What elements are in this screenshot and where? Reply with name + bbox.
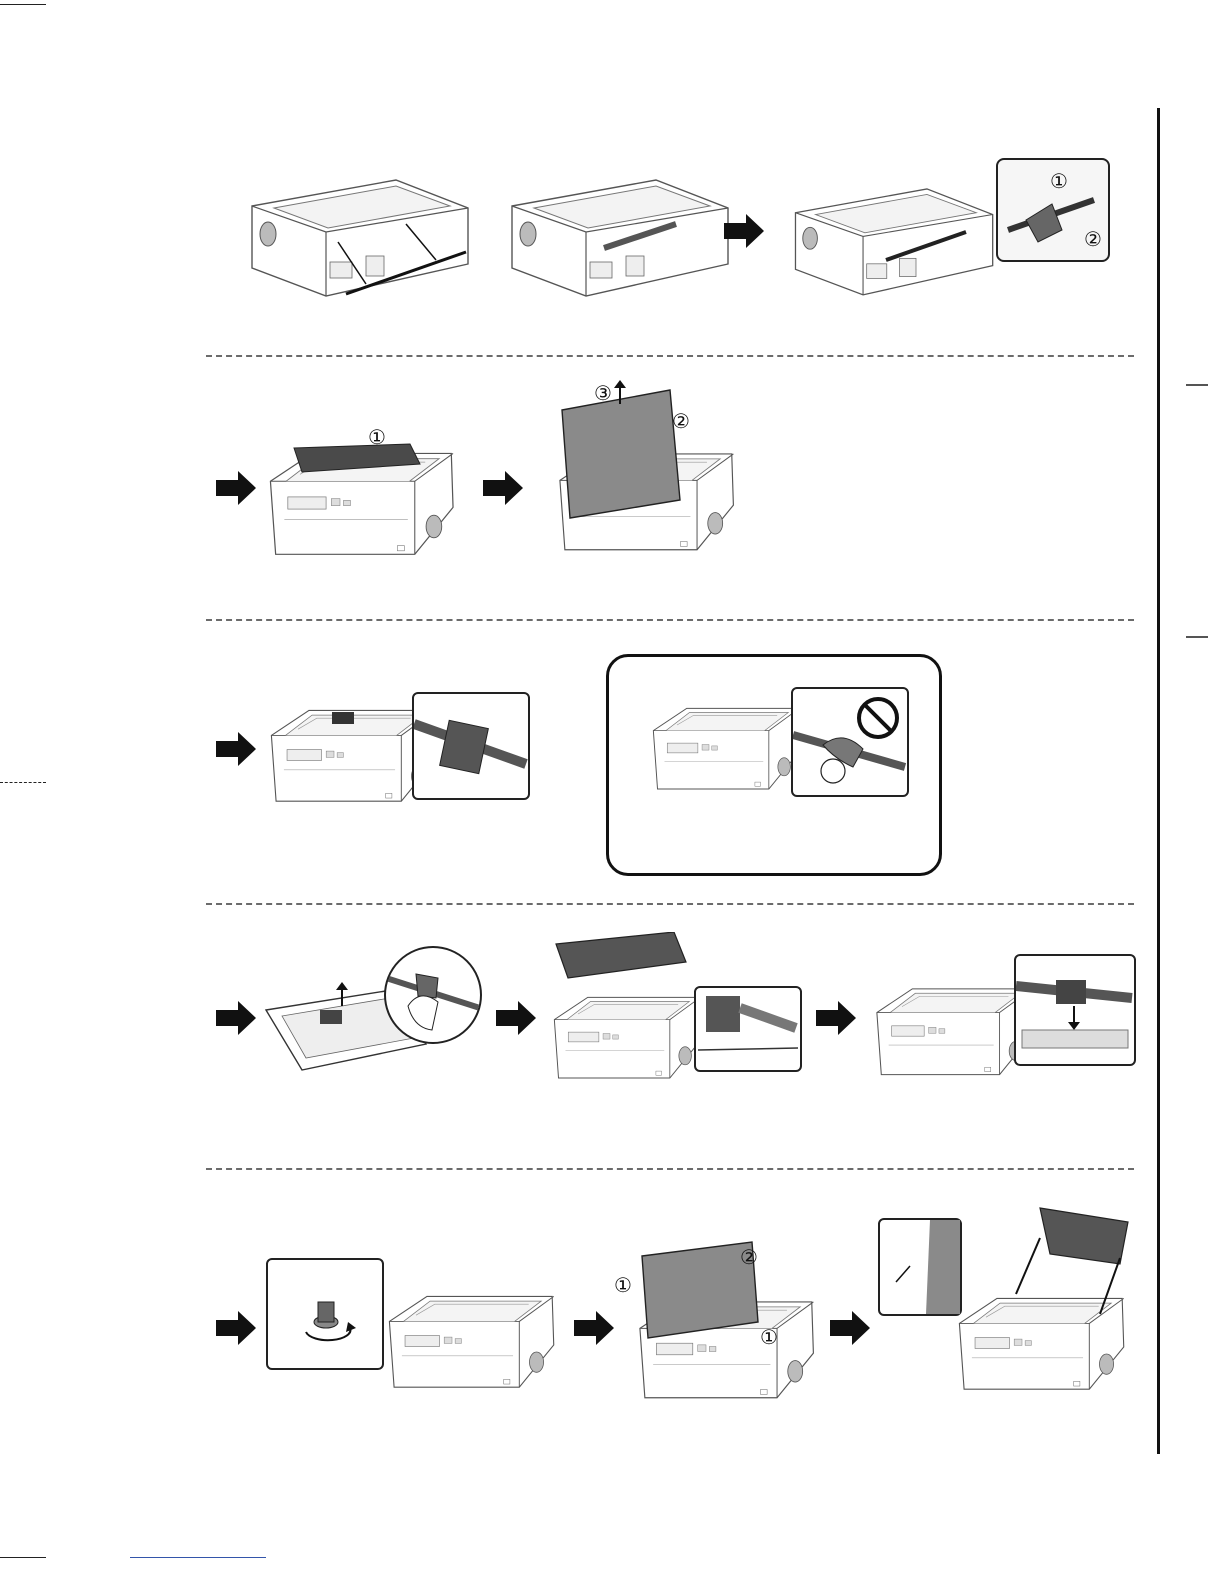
row-separator-2 (206, 619, 1134, 621)
printer-ribbon-insert-illustration (546, 932, 706, 1102)
section-tab-mark (1186, 384, 1208, 386)
printer-ribbon-installed-illustration (868, 966, 1038, 1096)
row-separator-3 (206, 903, 1134, 905)
crop-mark-bottom-left (0, 1557, 46, 1558)
section-tab-mark (1186, 636, 1208, 638)
ribbon-insert-detail (696, 988, 800, 1070)
printer-ribbon-tighten-illustration (380, 1276, 560, 1406)
right-arrow-icon (496, 1001, 536, 1035)
ribbon-knob-detail (268, 1260, 382, 1368)
ribbon-lock-detail (1016, 956, 1134, 1064)
callout-step-2-label: ① (364, 424, 394, 450)
callout-2: ② (1084, 227, 1102, 251)
printer-paper-guide-open-illustration (260, 438, 460, 568)
printer-warning-illustration (645, 683, 805, 813)
ribbon-knob-detail-inset (266, 1258, 384, 1370)
row-separator-1 (206, 355, 1134, 357)
right-arrow-icon (216, 471, 256, 505)
right-arrow-icon (216, 732, 256, 766)
svg-text:①: ① (368, 425, 386, 449)
right-arrow-icon (216, 1311, 256, 1345)
row-separator-4 (206, 1168, 1134, 1170)
callout-1-left: ① (614, 1273, 632, 1297)
ribbon-lock-detail-inset (1014, 954, 1136, 1066)
printer-cover-removal-illustration: ③ ② (550, 380, 750, 570)
ribbon-guide-detail-circle (384, 946, 482, 1044)
crop-mark-mid-left (0, 782, 46, 784)
print-head-detail (414, 694, 528, 798)
do-not-touch-inset (791, 687, 909, 797)
callout-1: ① (1050, 169, 1068, 193)
right-arrow-icon (574, 1311, 614, 1345)
callout-2: ② (740, 1245, 758, 1269)
ribbon-guide-detail (386, 948, 480, 1042)
crop-mark-top-left (0, 4, 46, 5)
callout-1-right: ① (760, 1325, 778, 1349)
right-arrow-icon (816, 1001, 856, 1035)
paper-guide-detail (880, 1220, 960, 1314)
callout-2: ② (672, 409, 690, 433)
right-arrow-icon (830, 1311, 870, 1345)
page-edge-rule (1157, 108, 1160, 1454)
printer-rear-roller-installed-illustration (506, 172, 736, 302)
callout-3: ③ (594, 381, 612, 405)
tractor-detail-inset: ① ② (996, 158, 1110, 262)
right-arrow-icon (216, 1001, 256, 1035)
ribbon-insert-detail-inset (694, 986, 802, 1072)
print-head-detail-inset (412, 692, 530, 800)
footer-rule (130, 1557, 266, 1558)
printer-cover-reattach-illustration: ② ① ① (612, 1226, 822, 1416)
tractor-lever-detail: ① ② (998, 160, 1108, 260)
caution-box (606, 654, 942, 876)
right-arrow-icon (483, 471, 523, 505)
printer-paper-guide-attach-illustration (950, 1198, 1140, 1408)
printer-tractor-install-illustration (790, 176, 1000, 306)
right-arrow-icon (724, 214, 764, 248)
printer-rear-roller-insert-illustration (246, 172, 476, 302)
no-entry-icon (855, 695, 901, 741)
